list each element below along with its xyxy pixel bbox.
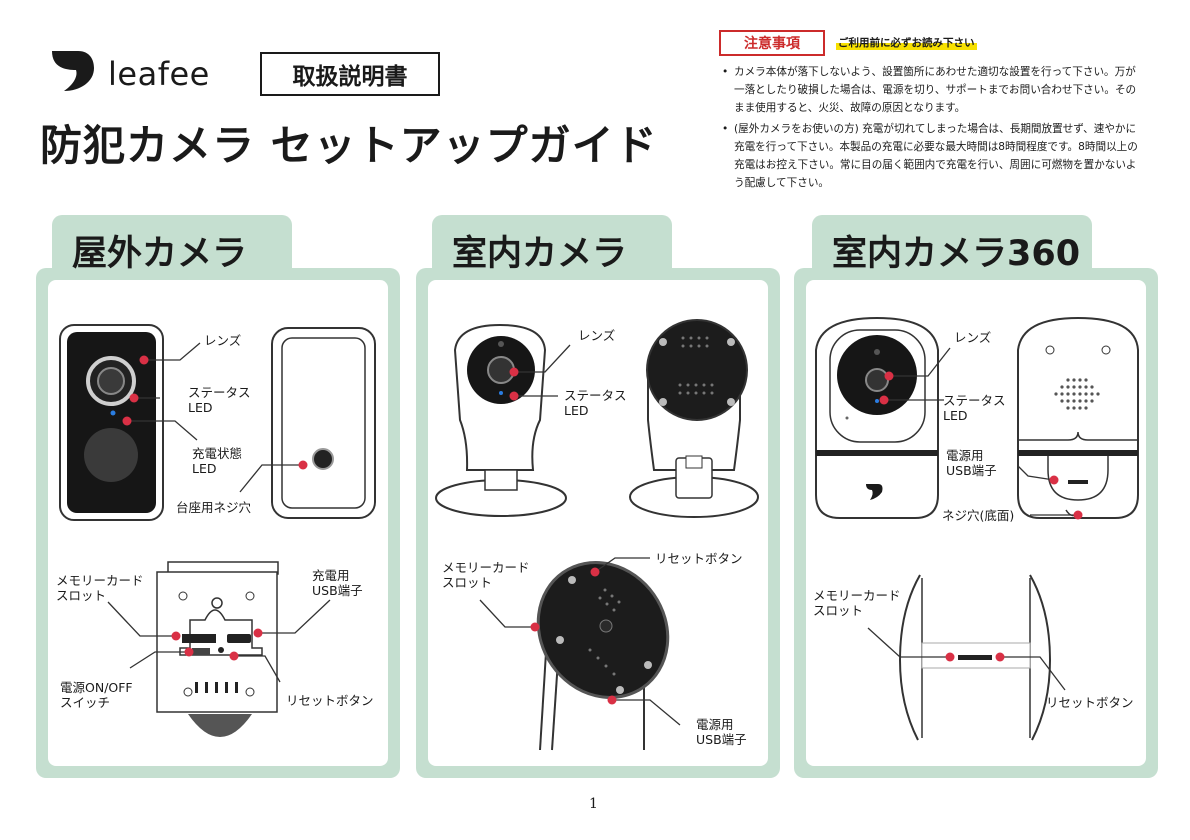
indoor-memory-slot-label: メモリーカード スロット (442, 560, 530, 590)
panel-title-indoor360: 室内カメラ360 (832, 234, 1081, 274)
indoor-reset-label: リセットボタン (655, 551, 743, 566)
outdoor-mount-hole-label: 台座用ネジ穴 (176, 500, 252, 515)
indoor360-camera-closeup (898, 574, 1052, 741)
outdoor-power-switch-label: 電源ON/OFF スイッチ (60, 680, 133, 710)
notice-list: カメラ本体が落下しないよう、設置箇所にあわせた適切な設置を行って下さい。万が一落… (722, 63, 1142, 195)
outdoor-status-led-label: ステータス LED (188, 385, 251, 415)
panel-title-outdoor: 屋外カメラ (72, 234, 248, 274)
indoor360-screw-hole-label: ネジ穴(底面) (942, 508, 1015, 523)
outdoor-camera-bottom (156, 561, 279, 737)
notice-bullet: (屋外カメラをお使いの方) 充電が切れてしまった場合は、長期間放置せず、速やかに… (722, 120, 1142, 192)
outdoor-camera-back (271, 327, 376, 519)
indoor-camera-tilted (536, 561, 670, 751)
outdoor-memory-slot-label: メモリーカード スロット (56, 573, 144, 603)
indoor-power-usb-label: 電源用 USB端子 (696, 717, 747, 747)
outdoor-camera-front (59, 324, 164, 521)
indoor-lens-label: レンズ (578, 328, 616, 343)
leafee-logo-icon (52, 51, 94, 91)
outdoor-lens-label: レンズ (204, 333, 242, 348)
indoor360-camera-back (1017, 316, 1139, 519)
indoor360-status-led-label: ステータス LED (943, 393, 1006, 423)
brand-name: leafee (108, 55, 210, 93)
indoor-camera-back (629, 319, 759, 518)
notice-bullet: カメラ本体が落下しないよう、設置箇所にあわせた適切な設置を行って下さい。万が一落… (722, 63, 1142, 117)
indoor-camera-front (435, 323, 567, 517)
doc-type-box: 取扱説明書 (260, 52, 440, 96)
panel-title-indoor: 室内カメラ (452, 234, 628, 274)
indoor-status-led-label: ステータス LED (564, 388, 627, 418)
callout-dots (122, 355, 1083, 705)
indoor360-lens-label: レンズ (954, 330, 992, 345)
page-number: 1 (589, 796, 598, 812)
notice-subtitle: ご利用前に必ずお読み下さい (836, 35, 977, 50)
indoor360-camera-front (815, 316, 939, 519)
indoor360-memory-slot-label: メモリーカード スロット (813, 588, 901, 618)
indoor360-reset-label: リセットボタン (1046, 695, 1134, 710)
outdoor-reset-label: リセットボタン (286, 693, 374, 708)
outdoor-charge-led-label: 充電状態 LED (192, 446, 243, 476)
notice-label: 注意事項 (719, 30, 825, 56)
outdoor-charge-usb-label: 充電用 USB端子 (312, 568, 363, 598)
page-title: 防犯カメラ セットアップガイド (40, 121, 658, 170)
indoor360-power-usb-label: 電源用 USB端子 (946, 448, 997, 478)
